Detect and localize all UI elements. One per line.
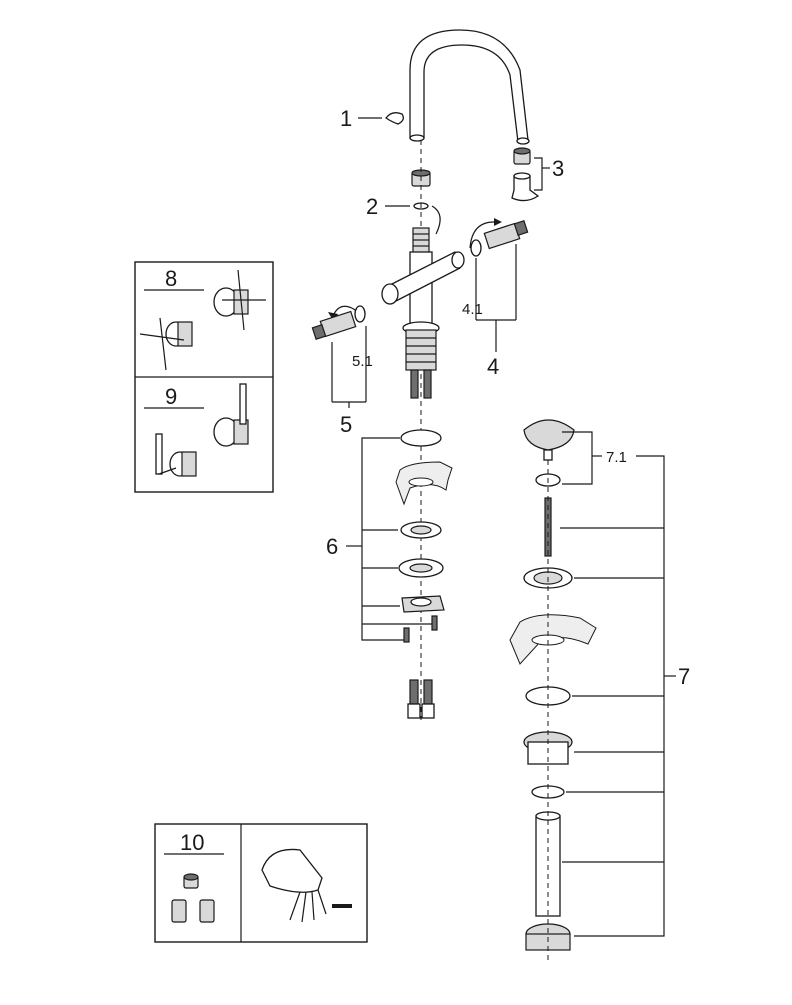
aerator-set: 3 bbox=[511, 147, 564, 202]
callout-4: 4 bbox=[487, 354, 499, 379]
callout-9: 9 bbox=[165, 384, 177, 409]
callout-7: 7 bbox=[678, 664, 690, 689]
spout-part bbox=[409, 29, 530, 145]
callout-8: 8 bbox=[165, 266, 177, 291]
pop-up-waste: 7.1 7 bbox=[509, 419, 690, 960]
right-cartridge: 4.1 4 bbox=[462, 218, 529, 379]
left-cartridge: 5.1 5 bbox=[311, 305, 373, 437]
callout-3: 3 bbox=[552, 156, 564, 181]
callout-5: 5 bbox=[340, 412, 352, 437]
callout-4-1: 4.1 bbox=[462, 301, 483, 318]
aerator-icon bbox=[171, 873, 215, 923]
minus-icon bbox=[332, 904, 352, 908]
cross-handle-icon bbox=[139, 269, 266, 371]
callout-7-1: 7.1 bbox=[606, 449, 627, 466]
handle-options-inset: 8 9 bbox=[134, 261, 274, 493]
callout-10: 10 bbox=[180, 830, 204, 855]
callout-5-1: 5.1 bbox=[352, 353, 373, 370]
lever-handle-icon bbox=[155, 383, 249, 477]
callout-1: 1 bbox=[340, 106, 352, 131]
retaining-clip: 1 bbox=[340, 106, 404, 131]
callout-2: 2 bbox=[366, 194, 378, 219]
flush-spout-icon bbox=[261, 848, 352, 923]
spout-option-inset: 10 bbox=[154, 823, 368, 943]
callout-6: 6 bbox=[326, 534, 338, 559]
faucet-body bbox=[381, 227, 465, 399]
mounting-set: 6 bbox=[326, 429, 453, 643]
supply-hoses bbox=[407, 679, 435, 719]
